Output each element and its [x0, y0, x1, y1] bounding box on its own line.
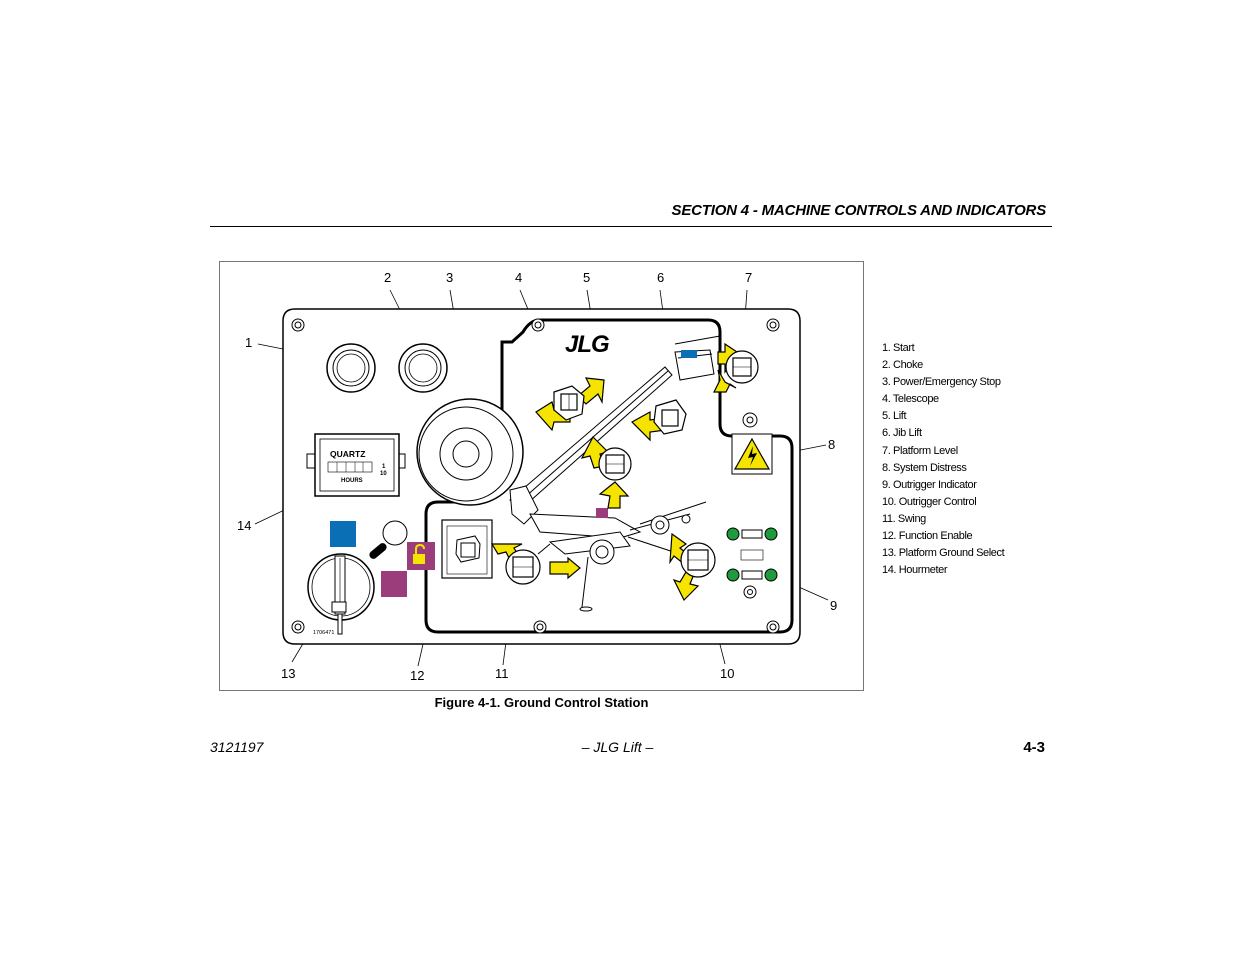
start-button[interactable]	[326, 343, 376, 393]
callout-13: 13	[281, 666, 295, 681]
ground-select-indicator	[381, 571, 407, 597]
legend-item: 8. System Distress	[882, 461, 967, 474]
hourmeter-brand: QUARTZ	[330, 449, 365, 459]
legend-item: 9. Outrigger Indicator	[882, 478, 977, 491]
platform-select-indicator	[330, 521, 356, 547]
legend-item: 13. Platform Ground Select	[882, 547, 1005, 560]
hourmeter-tenths-top: 1	[382, 464, 386, 470]
system-distress-indicator	[731, 433, 773, 475]
swing-control[interactable]	[505, 549, 541, 585]
callout-11: 11	[495, 666, 509, 681]
footer-title: – JLG Lift –	[581, 739, 654, 755]
platform-color-mark	[681, 350, 697, 358]
outrigger-indicator	[726, 527, 778, 599]
select-pointer-mark	[369, 543, 387, 559]
callout-12: 12	[410, 668, 424, 683]
control-panel-drawing: 1 2 3 4 5 6 7 8 9 10 11 12 13 14	[237, 270, 837, 683]
page-number: 4-3	[1023, 739, 1045, 756]
jib-lift-control[interactable]	[653, 399, 687, 435]
lift-control[interactable]	[598, 447, 632, 481]
outrigger-led-rear-right	[764, 568, 778, 582]
callout-8: 8	[828, 437, 835, 452]
jlg-logo: JLG	[565, 331, 609, 358]
outrigger-led-rear-left	[726, 568, 740, 582]
figure-caption: Figure 4-1. Ground Control Station	[434, 695, 649, 710]
callout-7: 7	[745, 270, 752, 285]
turntable-color-mark	[596, 508, 608, 518]
callout-1: 1	[245, 335, 252, 350]
callout-14: 14	[237, 518, 251, 533]
legend-item: 12. Function Enable	[882, 530, 973, 543]
legend-item: 2. Choke	[882, 359, 923, 372]
legend-item: 7. Platform Level	[882, 444, 958, 457]
header-divider	[210, 226, 1052, 227]
platform-ground-select-keyswitch[interactable]	[307, 553, 375, 635]
platform-level-control[interactable]	[725, 350, 759, 384]
part-number: 1706471	[313, 630, 334, 636]
select-indicator-lamp	[382, 520, 408, 546]
legend-item: 6. Jib Lift	[882, 427, 922, 440]
hourmeter: QUARTZ 1 10 HOURS	[306, 433, 406, 497]
function-enable-lock-icon	[407, 542, 435, 570]
callout-5: 5	[583, 270, 590, 285]
legend-item: 5. Lift	[882, 410, 907, 423]
document-number: 3121197	[210, 739, 264, 755]
legend-item: 14. Hourmeter	[882, 564, 948, 577]
legend-item: 10. Outrigger Control	[882, 495, 977, 508]
legend-item: 1. Start	[882, 342, 915, 354]
callout-4: 4	[515, 270, 522, 285]
legend-item: 11. Swing	[882, 512, 926, 525]
hourmeter-tenths-bottom: 10	[380, 471, 387, 477]
section-title: SECTION 4 - MACHINE CONTROLS AND INDICAT…	[671, 202, 1047, 219]
legend-item: 3. Power/Emergency Stop	[882, 376, 1001, 389]
power-emergency-stop-button[interactable]	[416, 398, 524, 506]
ground-control-station-figure: 1 2 3 4 5 6 7 8 9 10 11 12 13 14	[219, 261, 864, 691]
telescope-control[interactable]	[553, 385, 585, 421]
hourmeter-unit: HOURS	[341, 478, 363, 484]
callout-legend: 1. Start 2. Choke 3. Power/Emergency Sto…	[882, 340, 1005, 579]
callout-6: 6	[657, 270, 664, 285]
outrigger-led-front-left	[726, 527, 740, 541]
callout-3: 3	[446, 270, 453, 285]
legend-item: 4. Telescope	[882, 393, 939, 406]
callout-10: 10	[720, 666, 734, 681]
function-enable-switch[interactable]	[441, 519, 493, 579]
callout-9: 9	[830, 598, 837, 613]
callout-2: 2	[384, 270, 391, 285]
panel-screw-center	[746, 416, 754, 424]
choke-button[interactable]	[398, 343, 448, 393]
outrigger-control[interactable]	[680, 542, 716, 578]
outrigger-led-front-right	[764, 527, 778, 541]
